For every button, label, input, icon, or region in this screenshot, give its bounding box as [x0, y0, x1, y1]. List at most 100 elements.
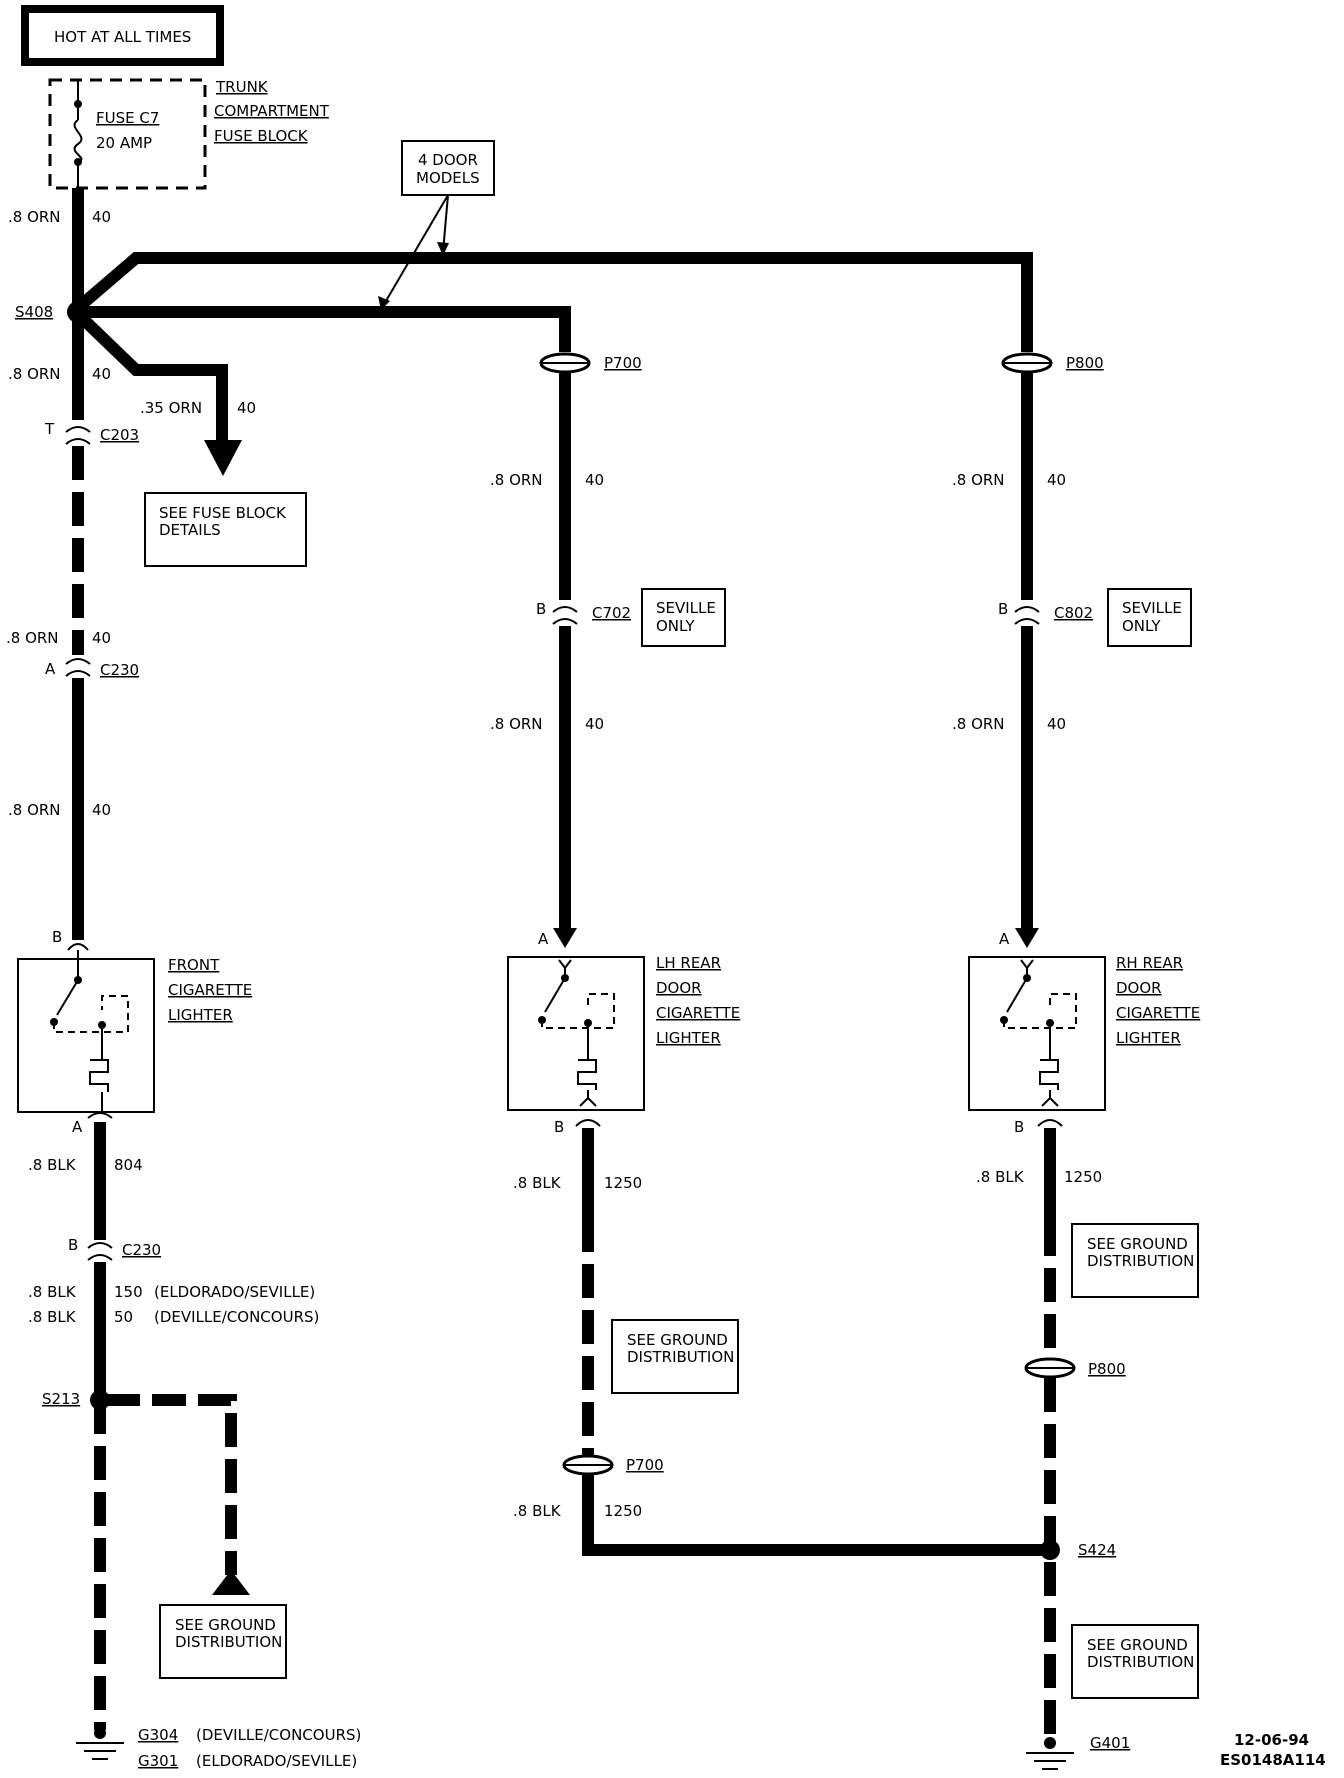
- note-seville-lh-line2: ONLY: [656, 617, 695, 635]
- connector-p700-lower-label: P700: [626, 1456, 664, 1474]
- lh-lighter-terminal-b: [575, 1119, 601, 1127]
- note-4door-leader-2: [442, 194, 449, 253]
- wire-circuit-1250-lh-2: 1250: [604, 1502, 642, 1520]
- connector-c203-label: C203: [100, 426, 139, 444]
- front-lighter-switch-linkage: [53, 995, 129, 1033]
- rh-lighter-label-2: DOOR: [1116, 979, 1162, 997]
- connector-c802: [1014, 606, 1040, 625]
- note-seville-rh-line1: SEVILLE: [1122, 599, 1182, 617]
- splice-s424-label: S424: [1078, 1541, 1116, 1559]
- connector-c802-label: C802: [1054, 604, 1093, 622]
- lh-lighter-switch-linkage: [541, 993, 615, 1029]
- wire-circuit-150: 150: [114, 1283, 143, 1301]
- lh-lighter-arrow-a: [553, 928, 577, 948]
- ground-g301-label: G301: [138, 1752, 178, 1770]
- front-lighter-switch-blade: [56, 979, 79, 1016]
- wire-p700-to-s424: [582, 1474, 1050, 1556]
- wire-s408-to-rh: [76, 252, 1033, 352]
- wire-label-orn35: .35 ORN: [140, 399, 202, 417]
- wire-s408-to-lh: [80, 306, 571, 352]
- note-seville-rh-line2: ONLY: [1122, 617, 1161, 635]
- wire-circuit-40-3: 40: [92, 629, 111, 647]
- connector-c230-pin-b: B: [68, 1236, 78, 1254]
- wire-label-blk-rh-1: .8 BLK: [976, 1168, 1025, 1186]
- front-lighter-pin-b: B: [52, 928, 62, 946]
- wire-label-orn-lh-2: .8 ORN: [490, 715, 543, 733]
- lh-lighter-label-2: DOOR: [656, 979, 702, 997]
- lh-lighter-label-4: LIGHTER: [656, 1029, 721, 1047]
- connector-c230-pin-a: A: [45, 660, 56, 678]
- wire-variant-eldorado: (ELDORADO/SEVILLE): [154, 1283, 315, 1301]
- connector-c802-pin: B: [998, 600, 1008, 618]
- wire-s408-to-fuse-block: [77, 313, 228, 440]
- footer-code: ES0148A114: [1220, 1751, 1326, 1769]
- wire-circuit-40-rh-2: 40: [1047, 715, 1066, 733]
- front-lighter-label-1: FRONT: [168, 956, 220, 974]
- hot-at-all-times-box: [21, 5, 224, 66]
- connector-c230-lower: [87, 1242, 113, 1261]
- note-ground-dist-rh-lower-line1: SEE GROUND: [1087, 1636, 1188, 1654]
- connector-c230-upper: [65, 658, 91, 677]
- rh-lighter-pin-b: B: [1014, 1118, 1024, 1136]
- wire-label-blk-2: .8 BLK: [28, 1283, 77, 1301]
- connector-c230-label-lower: C230: [122, 1241, 161, 1259]
- fuse-block-outline: [48, 78, 207, 190]
- note-ground-dist-mid-line2: DISTRIBUTION: [627, 1348, 734, 1366]
- connector-c203: [65, 426, 91, 445]
- splice-s213-label: S213: [42, 1390, 80, 1408]
- note-4door-arrow-1: [378, 296, 390, 310]
- lh-lighter-heating-element: [577, 1059, 597, 1090]
- fuse-rating: 20 AMP: [96, 134, 152, 152]
- wire-label-orn-2: .8 ORN: [8, 365, 61, 383]
- front-lighter-terminal-b: [67, 943, 89, 951]
- wire-circuit-40-rh-1: 40: [1047, 471, 1066, 489]
- fuse-block-arrow: [204, 440, 242, 476]
- connector-c203-pin: T: [44, 420, 55, 438]
- note-ground-dist-left-line1: SEE GROUND: [175, 1616, 276, 1634]
- front-lighter-terminal-a: [87, 1112, 113, 1119]
- lh-lighter-pin-a: A: [538, 930, 549, 948]
- rh-lighter-terminal-b: [1037, 1119, 1063, 1127]
- note-ground-dist-left-box: [159, 1604, 287, 1679]
- note-fuse-block-line1: SEE FUSE BLOCK: [159, 504, 287, 522]
- connector-p800-upper-label: P800: [1066, 354, 1104, 372]
- front-lighter-label-2: CIGARETTE: [168, 981, 252, 999]
- wire-circuit-1250-rh-1: 1250: [1064, 1168, 1102, 1186]
- ground-dist-arrow-left: [212, 1570, 250, 1595]
- ground-g301-note: (ELDORADO/SEVILLE): [196, 1752, 357, 1770]
- lh-lighter-box: [507, 956, 645, 1111]
- connector-c702-pin: B: [536, 600, 546, 618]
- note-ground-dist-rh-lower-line2: DISTRIBUTION: [1087, 1653, 1194, 1671]
- rh-lighter-label-4: LIGHTER: [1116, 1029, 1181, 1047]
- connector-p700-upper-label: P700: [604, 354, 642, 372]
- wire-label-orn-4: .8 ORN: [8, 801, 61, 819]
- hot-at-all-times-label: HOT AT ALL TIMES: [54, 28, 191, 46]
- fuse-element: [73, 119, 83, 163]
- note-ground-dist-rh-lower-box: [1071, 1624, 1199, 1699]
- rh-lighter-label-3: CIGARETTE: [1116, 1004, 1200, 1022]
- wire-circuit-40-4: 40: [92, 801, 111, 819]
- note-ground-dist-mid-box: [611, 1319, 739, 1394]
- fuse-block-label-1: TRUNK: [215, 78, 269, 96]
- lh-lighter-pin-b: B: [554, 1118, 564, 1136]
- front-lighter-pin-a: A: [72, 1118, 83, 1136]
- wire-circuit-40-fb: 40: [237, 399, 256, 417]
- wire-label-blk-lh-1: .8 BLK: [513, 1174, 562, 1192]
- note-4door-arrow-2: [437, 242, 449, 256]
- splice-s408-label: S408: [15, 303, 53, 321]
- wire-label-orn-rh-2: .8 ORN: [952, 715, 1005, 733]
- connector-c702-label: C702: [592, 604, 631, 622]
- rh-lighter-arrow-a: [1015, 928, 1039, 948]
- fuse-block-label-2: COMPARTMENT: [214, 102, 330, 120]
- wire-circuit-40-1: 40: [92, 208, 111, 226]
- note-ground-dist-left-line2: DISTRIBUTION: [175, 1633, 282, 1651]
- note-ground-dist-rh-upper-line2: DISTRIBUTION: [1087, 1252, 1194, 1270]
- connector-p800-lower-label: P800: [1088, 1360, 1126, 1378]
- ground-g304-label: G304: [138, 1726, 178, 1744]
- connector-c702: [552, 606, 578, 625]
- note-4door-line1: 4 DOOR: [418, 151, 478, 169]
- note-seville-lh-line1: SEVILLE: [656, 599, 716, 617]
- fuse-terminal-top: [74, 100, 82, 108]
- wire-label-orn-3: .8 ORN: [6, 629, 59, 647]
- ground-g304-terminal: [94, 1727, 106, 1739]
